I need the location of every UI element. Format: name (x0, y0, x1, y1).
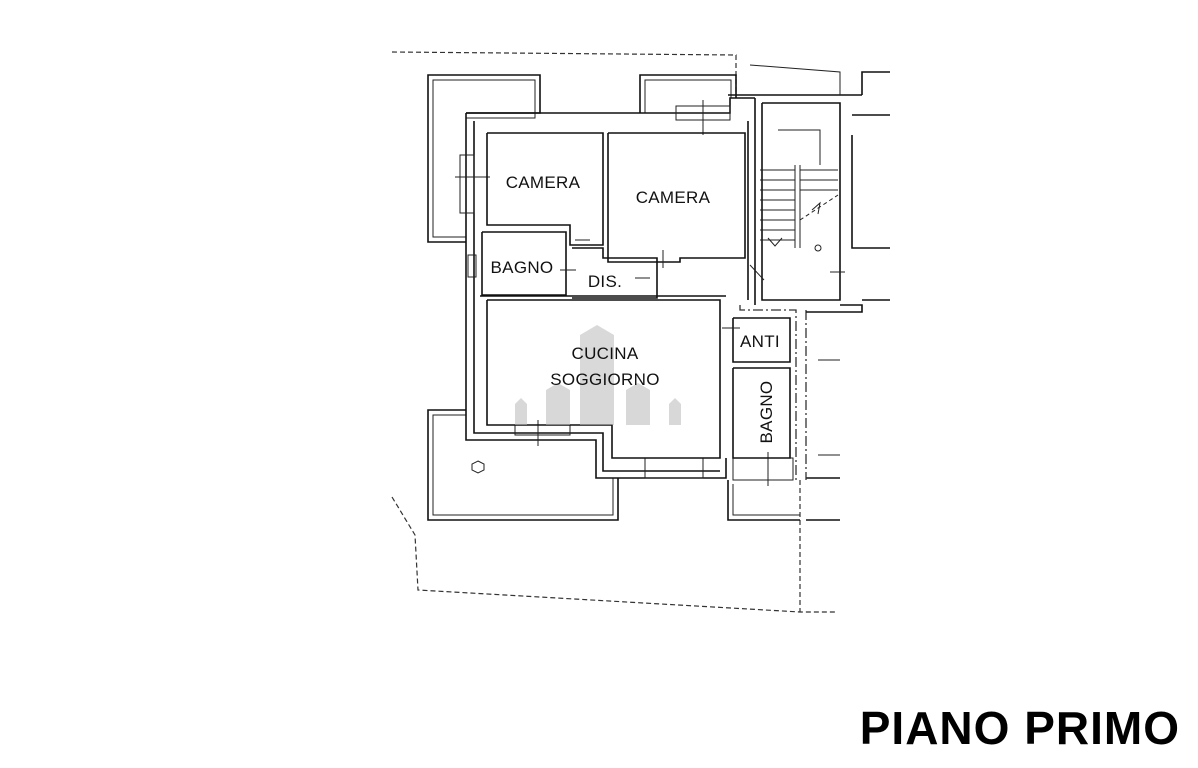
label-dis: DIS. (588, 272, 622, 291)
floor-title: PIANO PRIMO (860, 702, 1180, 754)
staircase (728, 64, 862, 301)
neighbour-building (806, 71, 890, 521)
room-bagno-2 (732, 367, 791, 459)
label-bagno-2: BAGNO (757, 381, 776, 444)
label-bagno-1: BAGNO (491, 258, 554, 277)
openings (455, 100, 794, 486)
label-soggiorno: SOGGIORNO (550, 370, 659, 389)
label-cucina: CUCINA (572, 344, 639, 363)
hexagon-symbol (471, 460, 485, 474)
room-camera-1 (486, 132, 604, 246)
buildings-watermark-icon (515, 325, 681, 425)
terrace-top-middle (639, 74, 737, 113)
label-anti: ANTI (740, 332, 780, 351)
terrace-bottom-right (727, 480, 800, 521)
terrace-bottom-left (427, 409, 619, 521)
stair-steps (760, 169, 838, 241)
room-bagno-1 (481, 231, 576, 296)
room-camera-2 (607, 132, 746, 268)
label-camera-1: CAMERA (506, 173, 581, 192)
room-cucina-soggiorno (480, 295, 726, 459)
label-camera-2: CAMERA (636, 188, 711, 207)
room-dis (572, 247, 658, 299)
common-corridor (739, 304, 863, 480)
terrace-top-left (427, 74, 541, 243)
